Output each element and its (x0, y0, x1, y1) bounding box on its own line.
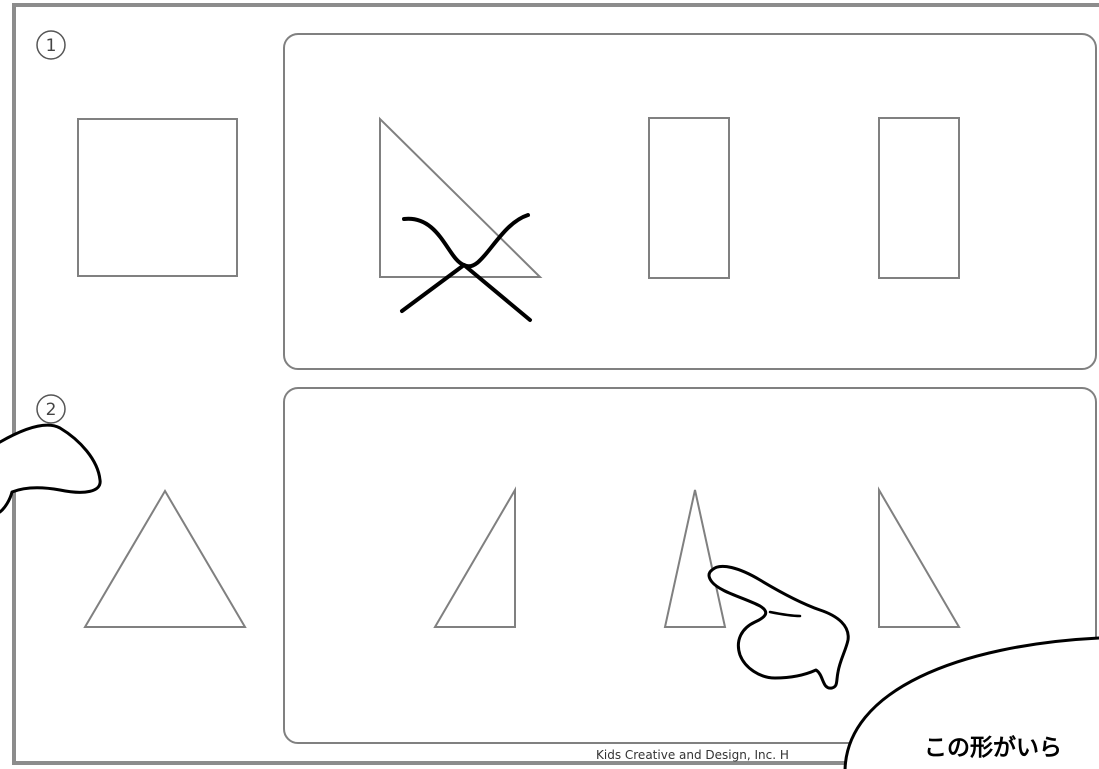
problem-1-number: 1 (46, 36, 57, 56)
credit-text: Kids Creative and Design, Inc. H (596, 748, 789, 762)
speech-bubble-text: この形がいら (924, 734, 1062, 761)
problem-2-number: 2 (46, 400, 57, 420)
